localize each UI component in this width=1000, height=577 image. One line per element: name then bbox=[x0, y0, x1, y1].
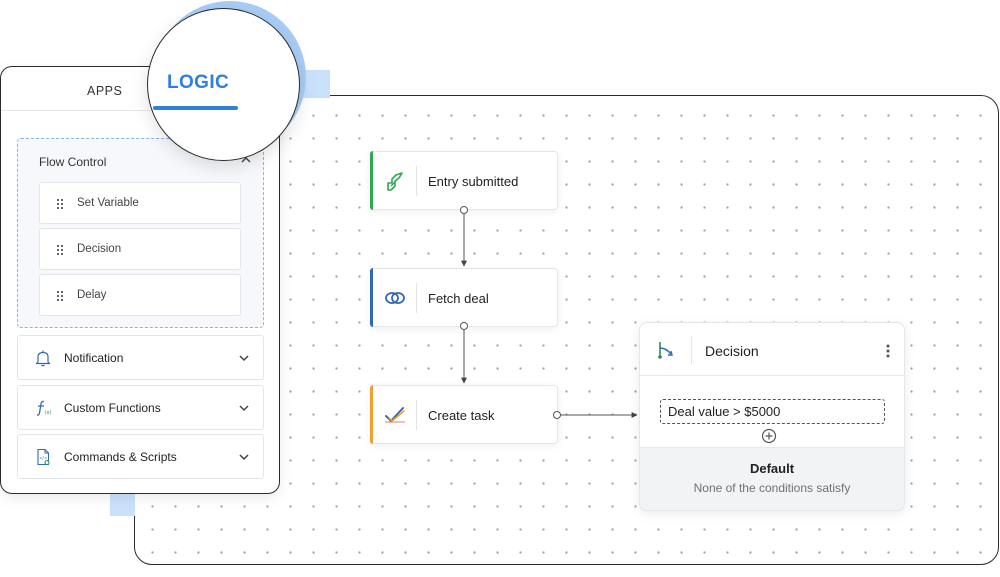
category-label: Commands & Scripts bbox=[64, 450, 177, 464]
node-accent-bar bbox=[370, 151, 373, 210]
flow-item-decision[interactable]: Decision bbox=[39, 228, 241, 270]
flow-node-entry-submitted[interactable]: Entry submitted bbox=[370, 151, 558, 210]
condition-field[interactable]: Deal value > $5000 bbox=[660, 399, 885, 424]
branch-icon bbox=[658, 342, 673, 359]
category-custom-functions[interactable]: (x) Custom Functions bbox=[17, 385, 264, 430]
chevron-up-icon[interactable] bbox=[241, 155, 251, 165]
tab-apps[interactable]: APPS bbox=[87, 84, 123, 98]
category-notification[interactable]: Notification bbox=[17, 335, 264, 380]
decision-title: Decision bbox=[705, 343, 759, 359]
category-commands-scripts[interactable]: </> Commands & Scripts bbox=[17, 434, 264, 479]
more-options-icon[interactable] bbox=[886, 344, 890, 358]
flow-item-label: Set Variable bbox=[77, 197, 139, 209]
flow-item-label: Delay bbox=[77, 289, 107, 301]
crm-link-icon bbox=[385, 292, 405, 304]
node-accent-bar bbox=[370, 385, 373, 444]
flow-node-create-task[interactable]: Create task bbox=[370, 385, 558, 444]
node-label: Create task bbox=[428, 408, 495, 423]
script-file-icon: </> bbox=[37, 448, 50, 466]
node-label: Fetch deal bbox=[428, 291, 489, 306]
drag-handle-icon[interactable] bbox=[56, 198, 64, 210]
flow-item-delay[interactable]: Delay bbox=[39, 274, 241, 316]
category-label: Custom Functions bbox=[64, 401, 161, 415]
node-separator bbox=[416, 166, 417, 196]
default-branch[interactable]: Default None of the conditions satisfy bbox=[640, 447, 904, 510]
panel-tabs: APPS bbox=[1, 67, 279, 111]
decorative-square bbox=[110, 490, 135, 516]
function-icon: (x) bbox=[36, 400, 52, 416]
chevron-down-icon[interactable] bbox=[239, 453, 249, 461]
decision-card[interactable]: Decision Deal value > $5000 Default None… bbox=[639, 322, 905, 511]
drag-handle-icon[interactable] bbox=[56, 244, 64, 256]
node-label: Entry submitted bbox=[428, 174, 519, 189]
add-condition-icon[interactable] bbox=[761, 428, 777, 444]
svg-text:</>: </> bbox=[40, 456, 48, 461]
bell-icon bbox=[35, 350, 51, 367]
chevron-down-icon[interactable] bbox=[239, 404, 249, 412]
flow-item-label: Decision bbox=[77, 243, 122, 255]
task-check-icon bbox=[385, 407, 405, 423]
header-separator bbox=[691, 336, 692, 364]
node-separator bbox=[416, 400, 417, 430]
node-accent-bar bbox=[370, 268, 373, 327]
tab-logic[interactable]: LOGIC bbox=[167, 72, 230, 93]
node-separator bbox=[416, 283, 417, 313]
form-entry-icon bbox=[387, 172, 403, 191]
default-subtitle: None of the conditions satisfy bbox=[693, 481, 851, 495]
magnifier: LOGIC bbox=[147, 8, 300, 161]
flow-control-title[interactable]: Flow Control bbox=[39, 155, 107, 169]
drag-handle-icon[interactable] bbox=[56, 290, 64, 302]
logic-panel: APPS Flow Control Set Variable Decision bbox=[0, 66, 280, 494]
category-label: Notification bbox=[64, 351, 124, 365]
default-title: Default bbox=[749, 461, 795, 476]
flow-node-fetch-deal[interactable]: Fetch deal bbox=[370, 268, 558, 327]
decision-header: Decision bbox=[640, 323, 904, 376]
svg-text:(x): (x) bbox=[45, 410, 52, 416]
chevron-down-icon[interactable] bbox=[239, 354, 249, 362]
flow-item-set-variable[interactable]: Set Variable bbox=[39, 182, 241, 224]
active-tab-indicator bbox=[153, 106, 238, 110]
flow-control-group: Flow Control Set Variable Decision bbox=[17, 138, 264, 328]
